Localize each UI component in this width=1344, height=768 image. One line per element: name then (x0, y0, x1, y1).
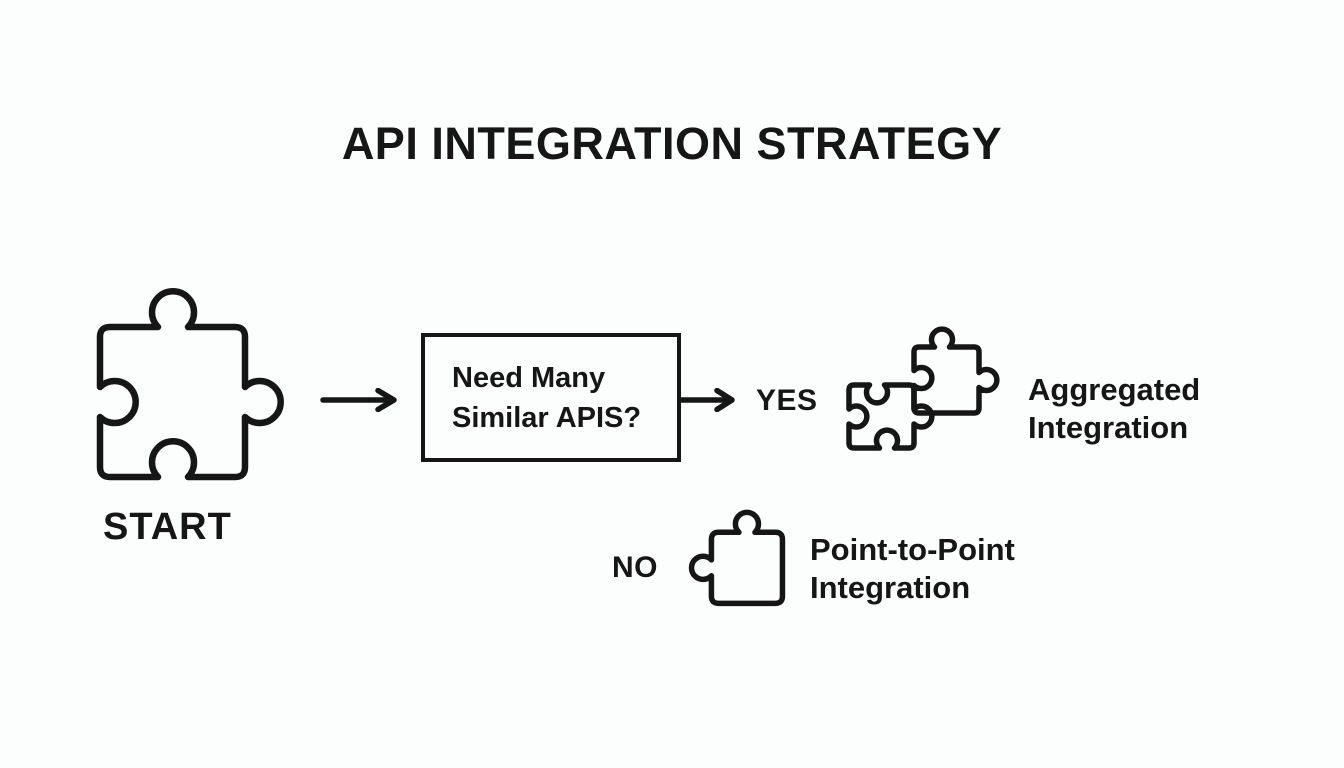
page-title: API INTEGRATION STRATEGY (341, 118, 1003, 169)
no-label: NO (612, 551, 658, 584)
yes-label: YES (756, 384, 818, 417)
point-to-point-integration-line1: Point-to-Point (810, 532, 1015, 567)
start-label: START (103, 506, 232, 548)
point-to-point-integration-line2: Integration (810, 570, 971, 605)
decision-box: Need Many Similar APIS? (421, 333, 681, 462)
aggregated-integration-label: Aggregated Integration (1028, 371, 1200, 447)
decision-question-line1: Need Many (452, 361, 606, 394)
arrow-start-to-decision (320, 387, 406, 413)
aggregated-integration-line2: Integration (1028, 410, 1189, 445)
point-to-point-puzzle-piece-icon (683, 501, 794, 608)
aggregated-integration-line1: Aggregated (1028, 372, 1201, 407)
start-puzzle-piece-icon (85, 272, 290, 487)
point-to-point-integration-label: Point-to-Point Integration (810, 531, 1015, 607)
decision-question-line2: Similar APIS? (452, 401, 642, 434)
arrow-decision-to-yes (677, 387, 743, 413)
interlocked-puzzle-pieces-icon (845, 326, 1000, 456)
